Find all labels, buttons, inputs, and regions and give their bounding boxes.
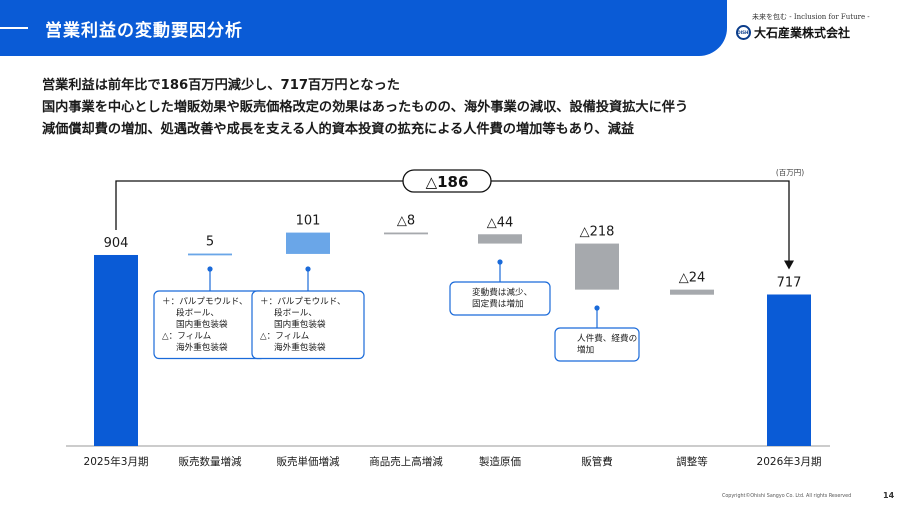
category-label-1: 販売数量増減 <box>179 455 242 468</box>
callout-1-line-1: 段ボール、 <box>274 307 317 319</box>
bar-5 <box>575 243 619 290</box>
callout-box-3 <box>554 327 640 362</box>
callout-dot-2 <box>497 259 503 265</box>
callout-dot-0 <box>207 266 213 272</box>
logo-mark-icon: OISHI <box>736 25 751 40</box>
summary-line-2: 国内事業を中心とした増販効果や販売価格改定の効果はあったものの、海外事業の減収、… <box>42 100 689 115</box>
data-label-6: △24 <box>679 271 706 286</box>
callout-box-2 <box>449 281 551 316</box>
callout-1-line-4: 海外重包装袋 <box>274 341 326 353</box>
callout-0-line-2: 国内重包装袋 <box>176 318 228 330</box>
summary-line-1: 営業利益は前年比で186百万円減少し、717百万円となった <box>42 78 400 93</box>
data-label-5: △218 <box>580 225 615 240</box>
category-label-5: 販管費 <box>581 455 613 468</box>
unit-label: (百万円) <box>776 168 804 177</box>
page-number: 14 <box>883 491 895 500</box>
bar-4 <box>478 234 522 244</box>
callout-2-line-0: 変動費は減少、 <box>472 286 532 298</box>
data-label-0: 904 <box>104 236 129 251</box>
callout-dot-1 <box>305 266 311 272</box>
bar-3 <box>384 232 428 235</box>
change-bracket <box>115 180 790 264</box>
summary-text: 営業利益は前年比で186百万円減少し、717百万円となった 国内事業を中心とした… <box>42 75 862 141</box>
change-pill <box>402 169 492 193</box>
callout-0-line-4: 海外重包装袋 <box>176 341 228 353</box>
bar-0 <box>94 254 138 446</box>
bar-7 <box>767 294 811 446</box>
summary-line-3: 減価償却費の増加、処遇改善や成長を支える人的資本投資の拡充による人件費の増加等も… <box>42 122 635 137</box>
bar-6 <box>670 289 714 295</box>
category-label-6: 調整等 <box>676 455 708 468</box>
callout-1-line-2: 国内重包装袋 <box>274 318 326 330</box>
header-bar: 営業利益の変動要因分析 <box>0 0 727 56</box>
change-arrowhead <box>784 260 794 270</box>
category-label-0: 2025年3月期 <box>84 455 149 468</box>
callout-1-line-3: △：フィルム <box>260 331 310 342</box>
company-name: 大石産業株式会社 <box>754 26 851 40</box>
company-logo: OISHI 大石産業株式会社 <box>736 24 850 41</box>
callout-3-line-0: 人件費、経費の <box>577 332 637 344</box>
callout-0-line-3: △：フィルム <box>162 331 212 342</box>
callout-1-line-0: ＋：パルプモウルド、 <box>260 296 346 307</box>
callout-2-line-1: 固定費は増加 <box>472 298 524 310</box>
category-label-7: 2026年3月期 <box>757 455 822 468</box>
total-change-label: △186 <box>426 173 469 191</box>
category-label-3: 商品売上高増減 <box>369 455 443 468</box>
callout-dot-3 <box>594 305 600 311</box>
data-label-1: 5 <box>206 235 214 250</box>
data-label-3: △8 <box>397 214 415 229</box>
data-label-2: 101 <box>296 214 321 229</box>
data-label-7: 717 <box>777 275 802 290</box>
bar-1 <box>188 253 232 256</box>
header-dash <box>0 27 28 29</box>
company-tagline: 未来を包む - Inclusion for Future - <box>752 13 870 21</box>
category-label-2: 販売単価増減 <box>277 455 340 468</box>
callout-box-1 <box>251 290 365 360</box>
page-title: 営業利益の変動要因分析 <box>45 21 243 41</box>
callout-0-line-1: 段ボール、 <box>176 307 219 319</box>
callout-0-line-0: ＋：パルプモウルド、 <box>162 296 248 307</box>
bar-2 <box>286 232 330 254</box>
data-label-4: △44 <box>487 215 514 230</box>
category-label-4: 製造原価 <box>479 455 521 468</box>
footer-copyright: Copyright©Ohishi Sangyo Co. Ltd. All rig… <box>722 494 852 499</box>
callout-3-line-1: 増加 <box>577 344 594 356</box>
